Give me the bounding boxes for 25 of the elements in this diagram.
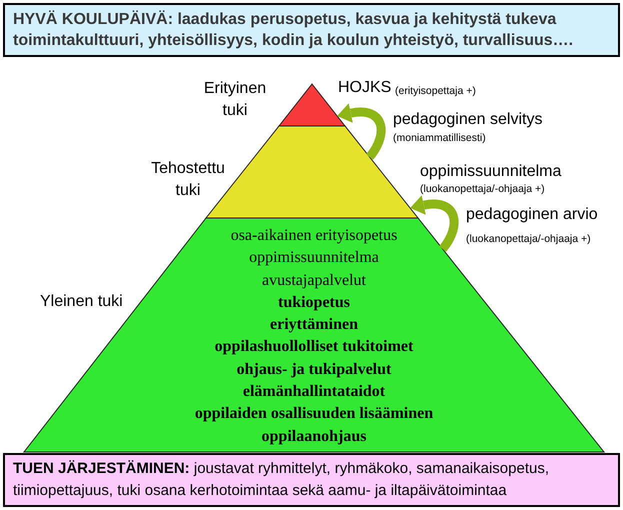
tier-label: Erityinen tuki	[202, 79, 268, 121]
support-measure: oppilashuollolliset tukitoimet	[214, 337, 414, 358]
plan-label: oppimissuunnitelma	[420, 162, 562, 182]
header-panel	[3, 3, 620, 57]
support-measure: oppimissuunnitelma	[249, 248, 379, 268]
curved-arrow	[336, 103, 386, 160]
edge-label: pedagoginen selvitys (moniammatillisesti)	[393, 111, 544, 146]
support-measure: elämänhallintataidot	[242, 382, 386, 402]
support-measure: oppilaanohjaus	[262, 426, 366, 447]
panel-text: TUEN JÄRJESTÄMINEN: joustavat ryhmittelyt, ryhmäkoko, samanaikaisopetus, tiimiopettajuus, tuki osana kerhotoimintaa sekä aamu- ja iltapäivätoimintaa	[13, 459, 550, 501]
curved-arrow	[410, 195, 459, 252]
tier-label: Tehostettu tuki	[150, 159, 226, 201]
support-measure: tukiopetus	[278, 292, 350, 313]
role-note: (erityisopettaja +)	[395, 85, 476, 97]
support-measure: oppilaiden osallisuuden lisääminen	[194, 404, 434, 424]
edge-label: pedagoginen arvio (luokanopettaja/-ohjaaja +)	[466, 205, 599, 247]
support-measure: osa-aikainen erityisopetus	[230, 226, 398, 246]
panel-text: HYVÄ KOULUPÄIVÄ: laadukas perusopetus, kasvua ja kehitystä tukeva toimintakulttuuri, yhteisöllisyys, kodin ja koulun yhteistyö, turvallisuus….	[13, 9, 574, 51]
tier-label: Yleinen tuki	[40, 292, 123, 312]
support-measure: eriyttäminen	[270, 315, 358, 336]
plan-label: HOJKS	[338, 78, 392, 98]
support-measure: ohjaus- ja tukipalvelut	[236, 360, 392, 380]
support-measure: avustajapalvelut	[262, 270, 366, 291]
footer-panel	[3, 453, 620, 507]
role-note: (luokanopettaja/-ohjaaja +)	[420, 183, 545, 195]
